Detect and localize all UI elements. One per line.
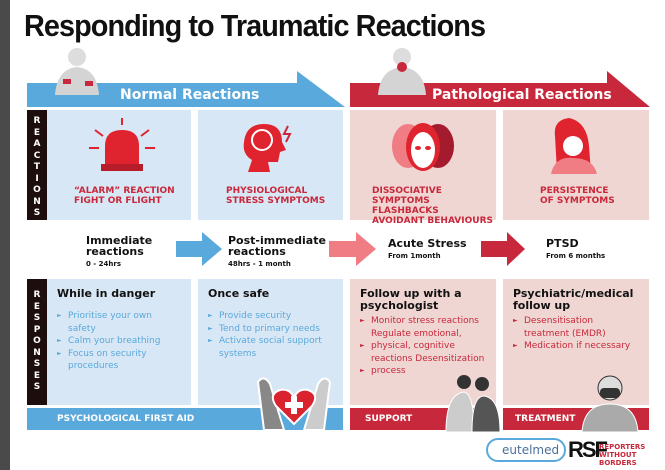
response-item: Desensitisation treatment (EMDR) xyxy=(513,315,639,340)
response-card-medical: Psychiatric/medical follow up Desensitis… xyxy=(503,279,649,405)
response-item: Activate social support systems xyxy=(208,335,333,360)
response-heading: Follow up with a psychologist xyxy=(360,287,462,312)
response-heading: Once safe xyxy=(208,287,270,300)
timeline-ptsd: PTSD From 6 months xyxy=(546,238,636,260)
reaction-line: FIGHT OR FLIGHT xyxy=(74,196,162,206)
rsf-logo: RSF xyxy=(568,437,608,462)
reaction-line: PERSISTENCE xyxy=(540,186,609,196)
reaction-line: STRESS SYMPTOMS xyxy=(226,196,326,206)
pathological-reactions-banner: Pathological Reactions xyxy=(350,48,650,107)
eutelmed-logo: eutelmed xyxy=(486,438,566,462)
response-item: Calm your breathing xyxy=(57,335,181,348)
timeline-title: Post-immediate reactions xyxy=(228,234,326,258)
reaction-line: PHYSIOLOGICAL xyxy=(226,186,308,196)
timeline-title: Immediate reactions xyxy=(86,234,153,258)
response-item: process xyxy=(360,365,486,378)
response-item: Focus on security procedures xyxy=(57,348,181,373)
rsf-logo-text: REPORTERS WITHOUT BORDERS xyxy=(599,443,646,467)
person-icon xyxy=(55,48,99,95)
response-heading: While in danger xyxy=(57,287,156,300)
reaction-line: DISSOCIATIVE SYMPTOMS xyxy=(372,186,442,206)
response-item: Provide security xyxy=(208,310,333,323)
supporting-people-icon xyxy=(445,375,501,432)
response-item: Medication if necessary xyxy=(513,340,639,353)
timeline-title: PTSD xyxy=(546,237,579,250)
pathological-reactions-label: Pathological Reactions xyxy=(432,87,612,103)
arrow-right-icon xyxy=(481,232,525,266)
alarm-siren-icon xyxy=(89,118,155,171)
normal-reactions-label: Normal Reactions xyxy=(120,87,260,103)
arrow-right-icon xyxy=(176,232,222,266)
response-item: Monitor stress reactions Regulate emotio… xyxy=(360,315,486,340)
page-title: Responding to Traumatic Reactions xyxy=(24,8,486,43)
anxious-person-icon xyxy=(378,48,426,95)
reaction-line: “ALARM” REACTION xyxy=(74,186,175,196)
normal-reactions-banner: Normal Reactions xyxy=(27,48,345,107)
reaction-line: OF SYMPTOMS xyxy=(540,196,615,206)
timeline-title: Acute Stress xyxy=(388,237,467,250)
doctor-icon xyxy=(581,375,646,432)
brain-head-icon xyxy=(243,124,292,172)
split-face-icon xyxy=(392,123,454,171)
distressed-person-icon xyxy=(551,118,597,174)
response-card-psychologist: Follow up with a psychologist Monitor st… xyxy=(350,279,496,405)
response-item: Prioritise your own safety xyxy=(57,310,181,335)
reaction-line: FLASHBACKS xyxy=(372,206,439,216)
timeline-subtitle: 0 - 24hrs xyxy=(86,260,121,268)
reactions-side-label: REACTIONS xyxy=(27,110,47,220)
reaction-line: AVOIDANT BEHAVIOURS xyxy=(372,216,493,226)
responses-side-text: RESPONSES xyxy=(33,290,41,392)
response-card-danger: While in danger Prioritise your own safe… xyxy=(47,279,191,405)
eutelmed-logo-text: eutelmed xyxy=(502,443,560,457)
response-heading: Psychiatric/medical follow up xyxy=(513,287,634,312)
left-edge-bar xyxy=(0,0,10,470)
timeline-post-immediate: Post-immediate reactions 48hrs - 1 month xyxy=(228,235,328,268)
timeline-immediate: Immediate reactions 0 - 24hrs xyxy=(86,235,176,268)
reactions-side-text: REACTIONS xyxy=(33,116,41,218)
timeline-subtitle: From 1month xyxy=(388,252,441,260)
arrow-right-icon xyxy=(329,232,376,266)
hands-heart-icon xyxy=(256,377,332,431)
response-item: Tend to primary needs xyxy=(208,323,333,336)
response-item: physical, cognitive reactions Desensitiz… xyxy=(360,340,486,365)
responses-side-label: RESPONSES xyxy=(27,279,47,405)
timeline-subtitle: 48hrs - 1 month xyxy=(228,260,291,268)
timeline-subtitle: From 6 months xyxy=(546,252,606,260)
